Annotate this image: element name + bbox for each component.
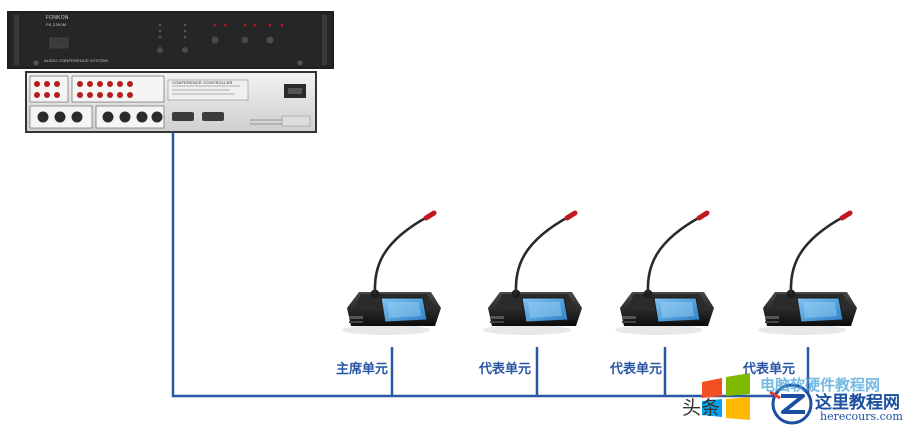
controller-model: FK-2300M (46, 22, 67, 27)
tutorial-site-watermark: 电脑软硬件教程网 (760, 376, 881, 394)
windows-logo-icon (702, 373, 750, 420)
delegate-2-mic-unit (615, 213, 714, 335)
trunk-cable (171, 132, 810, 398)
chairman-unit-label: 主席单元 (336, 362, 389, 377)
delegate-1-unit-label: 代表单元 (479, 362, 532, 377)
site-title-watermark: 这里教程网 (815, 393, 900, 413)
controller-brand: FONKON (46, 15, 69, 21)
chairman-mic-unit (342, 213, 441, 335)
toutiao-watermark: 头条 (682, 397, 721, 419)
site-url-watermark: herecours.com (820, 410, 903, 423)
controller-to-bus-cable (171, 132, 810, 398)
controller-rear-panel (25, 71, 317, 133)
delegate-2-unit-label: 代表单元 (610, 362, 663, 377)
controller-front-panel (7, 11, 334, 69)
delegate-3-unit-label: 代表单元 (743, 362, 796, 377)
delegate-3-mic-unit (758, 213, 857, 335)
site-logo-icon (769, 383, 813, 425)
controller-rear-label: CONFERENCE CONTROLLER (172, 80, 233, 85)
controller-front-label: AUDIO CONFERENCE SYSTEM (44, 58, 108, 63)
delegate-1-mic-unit (483, 213, 582, 335)
